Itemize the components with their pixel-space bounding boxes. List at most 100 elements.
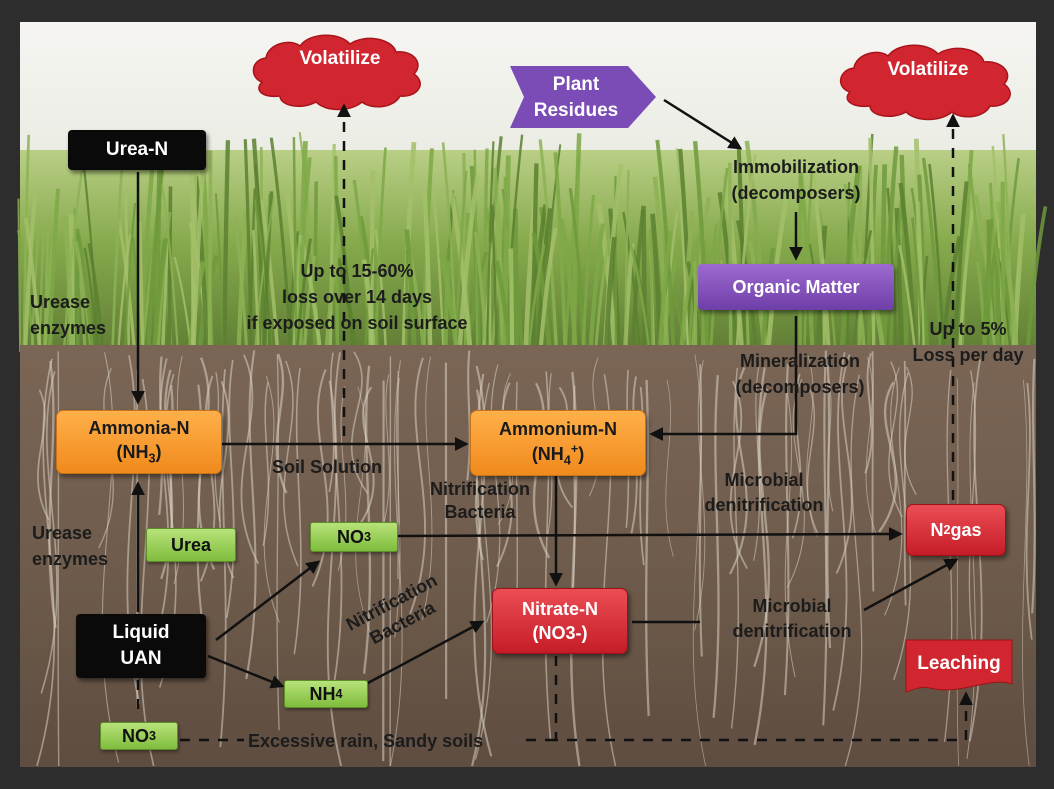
grass-blade <box>596 204 618 353</box>
grass-blade <box>161 184 179 353</box>
root-strand <box>275 353 288 494</box>
grass-blade <box>693 261 698 353</box>
grass-blade <box>251 229 260 353</box>
volatilize-cloud-right: Volatilize <box>887 59 969 80</box>
grass-blade <box>194 176 209 353</box>
plant-residues-line2: Residues <box>533 100 619 121</box>
root-strand <box>904 366 917 495</box>
grass-blade <box>928 163 946 353</box>
grass-blade <box>292 137 298 353</box>
grass-blade <box>30 217 41 353</box>
root-strand <box>350 351 369 494</box>
grass-blades <box>17 132 1048 353</box>
root-strand <box>330 352 343 702</box>
arrow-nh4-to-nitrate <box>365 620 485 686</box>
grass-blade <box>76 232 95 353</box>
grass-blade <box>594 237 611 353</box>
grass-blade <box>334 195 355 353</box>
leaching-shape <box>905 639 1013 693</box>
urea-box: Urea <box>146 528 236 562</box>
grass-blade <box>917 174 928 353</box>
root-strand <box>665 379 674 557</box>
mineralization-label: Mineralization(decomposers) <box>735 351 865 398</box>
grass-blade <box>535 207 553 353</box>
grass-blade <box>675 148 690 353</box>
grass-blade <box>623 169 630 353</box>
plant-residues-line1: Plant <box>552 74 600 96</box>
grass-blade <box>490 204 498 353</box>
grass-blade <box>207 150 213 353</box>
grass-blade <box>868 137 876 353</box>
root-strand <box>389 360 403 767</box>
arrow-no3-to-n2 <box>397 527 903 541</box>
grass-blade <box>243 139 253 353</box>
soil-solution-label: Soil Solution <box>272 457 382 477</box>
grass-blade <box>940 235 962 353</box>
n2-loss-rate-label: Up to 5%Loss per day <box>912 319 1024 366</box>
grass-blade <box>894 208 904 353</box>
grass-blade <box>810 171 831 353</box>
grass-blade <box>361 259 376 353</box>
grass-blade <box>422 191 433 353</box>
root-strand <box>356 386 375 529</box>
grass-blade <box>512 208 520 353</box>
root-strand <box>101 352 120 763</box>
ammonium-n-box: Ammonium-N (NH4+) <box>470 410 646 476</box>
grass-blade <box>167 186 173 353</box>
root-strand <box>328 352 335 492</box>
grass-blade <box>473 231 488 353</box>
root-strand <box>832 352 848 711</box>
organic-matter-box: Organic Matter <box>698 264 894 310</box>
grass-blade <box>709 167 729 353</box>
grass-blade <box>485 141 495 353</box>
cloud-shape-left <box>252 34 421 111</box>
root-strand <box>48 360 57 629</box>
grass-blade <box>156 211 172 353</box>
grass-blade <box>857 165 863 353</box>
root-strand <box>966 382 976 759</box>
cloud-shape-right <box>840 44 1011 121</box>
root-strand <box>806 386 819 535</box>
root-strand <box>40 371 58 694</box>
nitrate-n-label: Nitrate-N <box>521 598 598 619</box>
root-strand <box>155 358 170 641</box>
grass-blade <box>921 157 943 353</box>
liquid-uan-box: Liquid UAN <box>76 614 206 678</box>
grass-blade <box>735 154 757 353</box>
grass-blade <box>1025 206 1048 353</box>
grass-blade <box>259 200 280 353</box>
immobilization-label: Immobilization(decomposers) <box>731 157 861 204</box>
grass-blade <box>117 234 132 353</box>
grass-blade <box>47 188 61 353</box>
root-strand <box>1031 358 1036 614</box>
grass-blade <box>22 134 31 353</box>
grass-blade <box>1000 181 1006 353</box>
plant-residues-shape <box>510 66 656 128</box>
grass-blade <box>253 195 276 353</box>
root-strand <box>822 350 828 726</box>
grass-blade <box>538 227 558 353</box>
grass-blade <box>886 187 898 353</box>
grass-blade <box>136 221 145 353</box>
grass-blade <box>881 146 899 353</box>
grass-blade <box>803 166 814 353</box>
root-strand <box>878 381 897 533</box>
root-strand <box>225 359 235 619</box>
grass-blade <box>454 170 468 353</box>
grass-blade <box>123 202 137 353</box>
urea-n-box: Urea-N <box>68 130 206 170</box>
grass-blade <box>957 209 975 353</box>
root-strand <box>245 350 257 680</box>
grass-blade <box>991 224 1010 353</box>
grass-blade <box>87 243 105 353</box>
root-strand <box>806 355 818 537</box>
excessive-rain-label: Excessive rain, Sandy soils <box>248 731 484 751</box>
grass-blade <box>269 137 293 353</box>
root-strand <box>844 374 863 767</box>
